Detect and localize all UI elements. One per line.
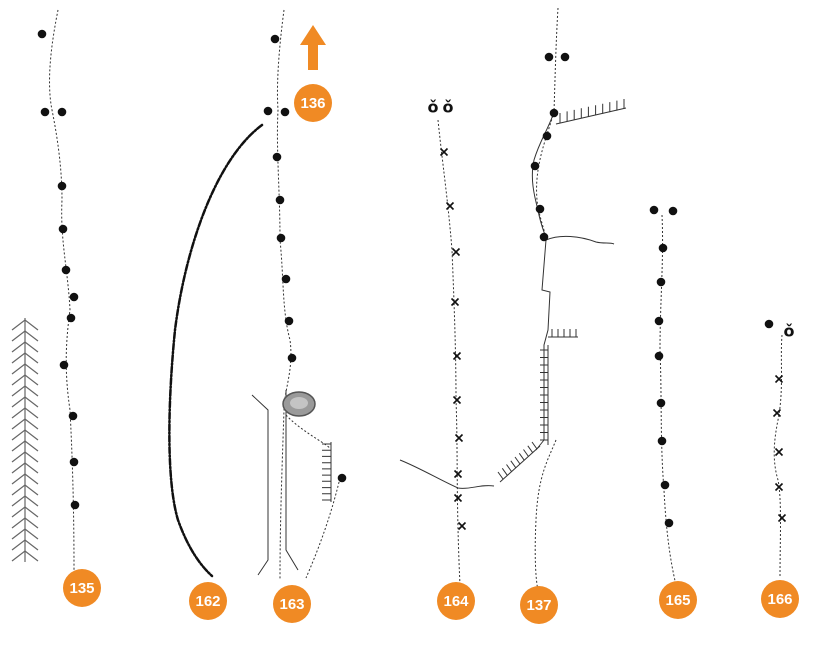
bolt-dot-icon [281,274,291,284]
route-badge-163[interactable]: 163 [273,585,311,623]
route-badge-166[interactable]: 166 [761,580,799,618]
bolt-dot-icon [40,107,50,117]
route-162-line [168,123,264,578]
route-label-136: 136 [300,95,325,112]
bolt-dot-icon [668,206,678,216]
route-166-line [773,334,783,579]
bolt-dot-icon [337,473,347,483]
bolt-dot-icon [57,181,67,191]
cross-marker-icon [457,521,467,531]
lower-off-rings-icon: ǒ [784,322,795,341]
bolt-dot-icon [275,195,285,205]
bolt-dot-icon [61,265,71,275]
bolt-dot-icon [560,52,570,62]
bolt-dot-icon [59,360,69,370]
bolt-dot-icon [656,277,666,287]
chevron-column-icon [11,318,39,562]
cross-marker-icon [445,201,455,211]
cross-marker-icon [774,447,784,457]
bolt-dot-icon [549,108,559,118]
bolt-dot-icon [544,52,554,62]
bolt-dot-icon [37,29,47,39]
bolt-dot-icon [263,106,273,116]
lower-off-rings-icon: ǒ [443,98,454,117]
cross-marker-icon [453,469,463,479]
cross-marker-icon [439,147,449,157]
route-label-166: 166 [767,591,792,608]
bolt-dot-icon [664,518,674,528]
bolt-dot-icon [69,457,79,467]
cross-marker-icon [777,513,787,523]
bolt-dot-icon [70,500,80,510]
bolt-dot-icon [539,232,549,242]
route-badge-165[interactable]: 165 [659,581,697,619]
route-label-137: 137 [526,597,551,614]
lower-off-rings-icon: ǒ [428,98,439,117]
bolt-dot-icon [69,292,79,302]
bolt-dot-icon [654,316,664,326]
up-arrow-icon[interactable] [300,25,326,70]
bolt-dot-icon [276,233,286,243]
boulder-icon [282,391,316,417]
bolt-dot-icon [57,107,67,117]
cross-marker-icon [772,408,782,418]
bolt-dot-icon [535,204,545,214]
bolt-dot-icon [68,411,78,421]
bolt-dot-icon [58,224,68,234]
bolt-dot-icon [66,313,76,323]
bolt-dot-icon [649,205,659,215]
cross-marker-icon [450,297,460,307]
cross-marker-icon [452,395,462,405]
cross-marker-icon [453,493,463,503]
cross-marker-icon [452,351,462,361]
ledge-hatching [322,99,627,502]
route-badge-164[interactable]: 164 [437,582,475,620]
cross-marker-icon [454,433,464,443]
route-135-line [49,9,75,571]
route-137-line [531,7,615,597]
cross-marker-icon [451,247,461,257]
route-163-line [251,9,341,581]
bolt-dot-icon [272,152,282,162]
bolt-dot-icon [658,243,668,253]
bolt-dot-icon [287,353,297,363]
bolt-dot-icon [657,436,667,446]
bolt-dot-icon [656,398,666,408]
route-165-line [659,214,677,586]
route-label-165: 165 [665,592,690,609]
bolt-dot-icon [660,480,670,490]
bolt-dot-icon [284,316,294,326]
route-badge-137[interactable]: 137 [520,586,558,624]
route-label-135: 135 [69,580,94,597]
route-badge-135[interactable]: 135 [63,569,101,607]
bolt-dot-icon [270,34,280,44]
bolt-dot-icon [530,161,540,171]
cross-marker-icon [774,374,784,384]
cross-marker-icon [774,482,784,492]
bolt-dot-icon [654,351,664,361]
route-164-line [399,119,495,586]
bolt-dot-icon [542,131,552,141]
route-label-163: 163 [279,596,304,613]
route-label-164: 164 [443,593,469,610]
route-label-162: 162 [195,593,220,610]
route-badge-162[interactable]: 162 [189,582,227,620]
route-badge-136[interactable]: 136 [294,84,332,122]
bolt-dot-icon [764,319,774,329]
bolt-dot-icon [280,107,290,117]
